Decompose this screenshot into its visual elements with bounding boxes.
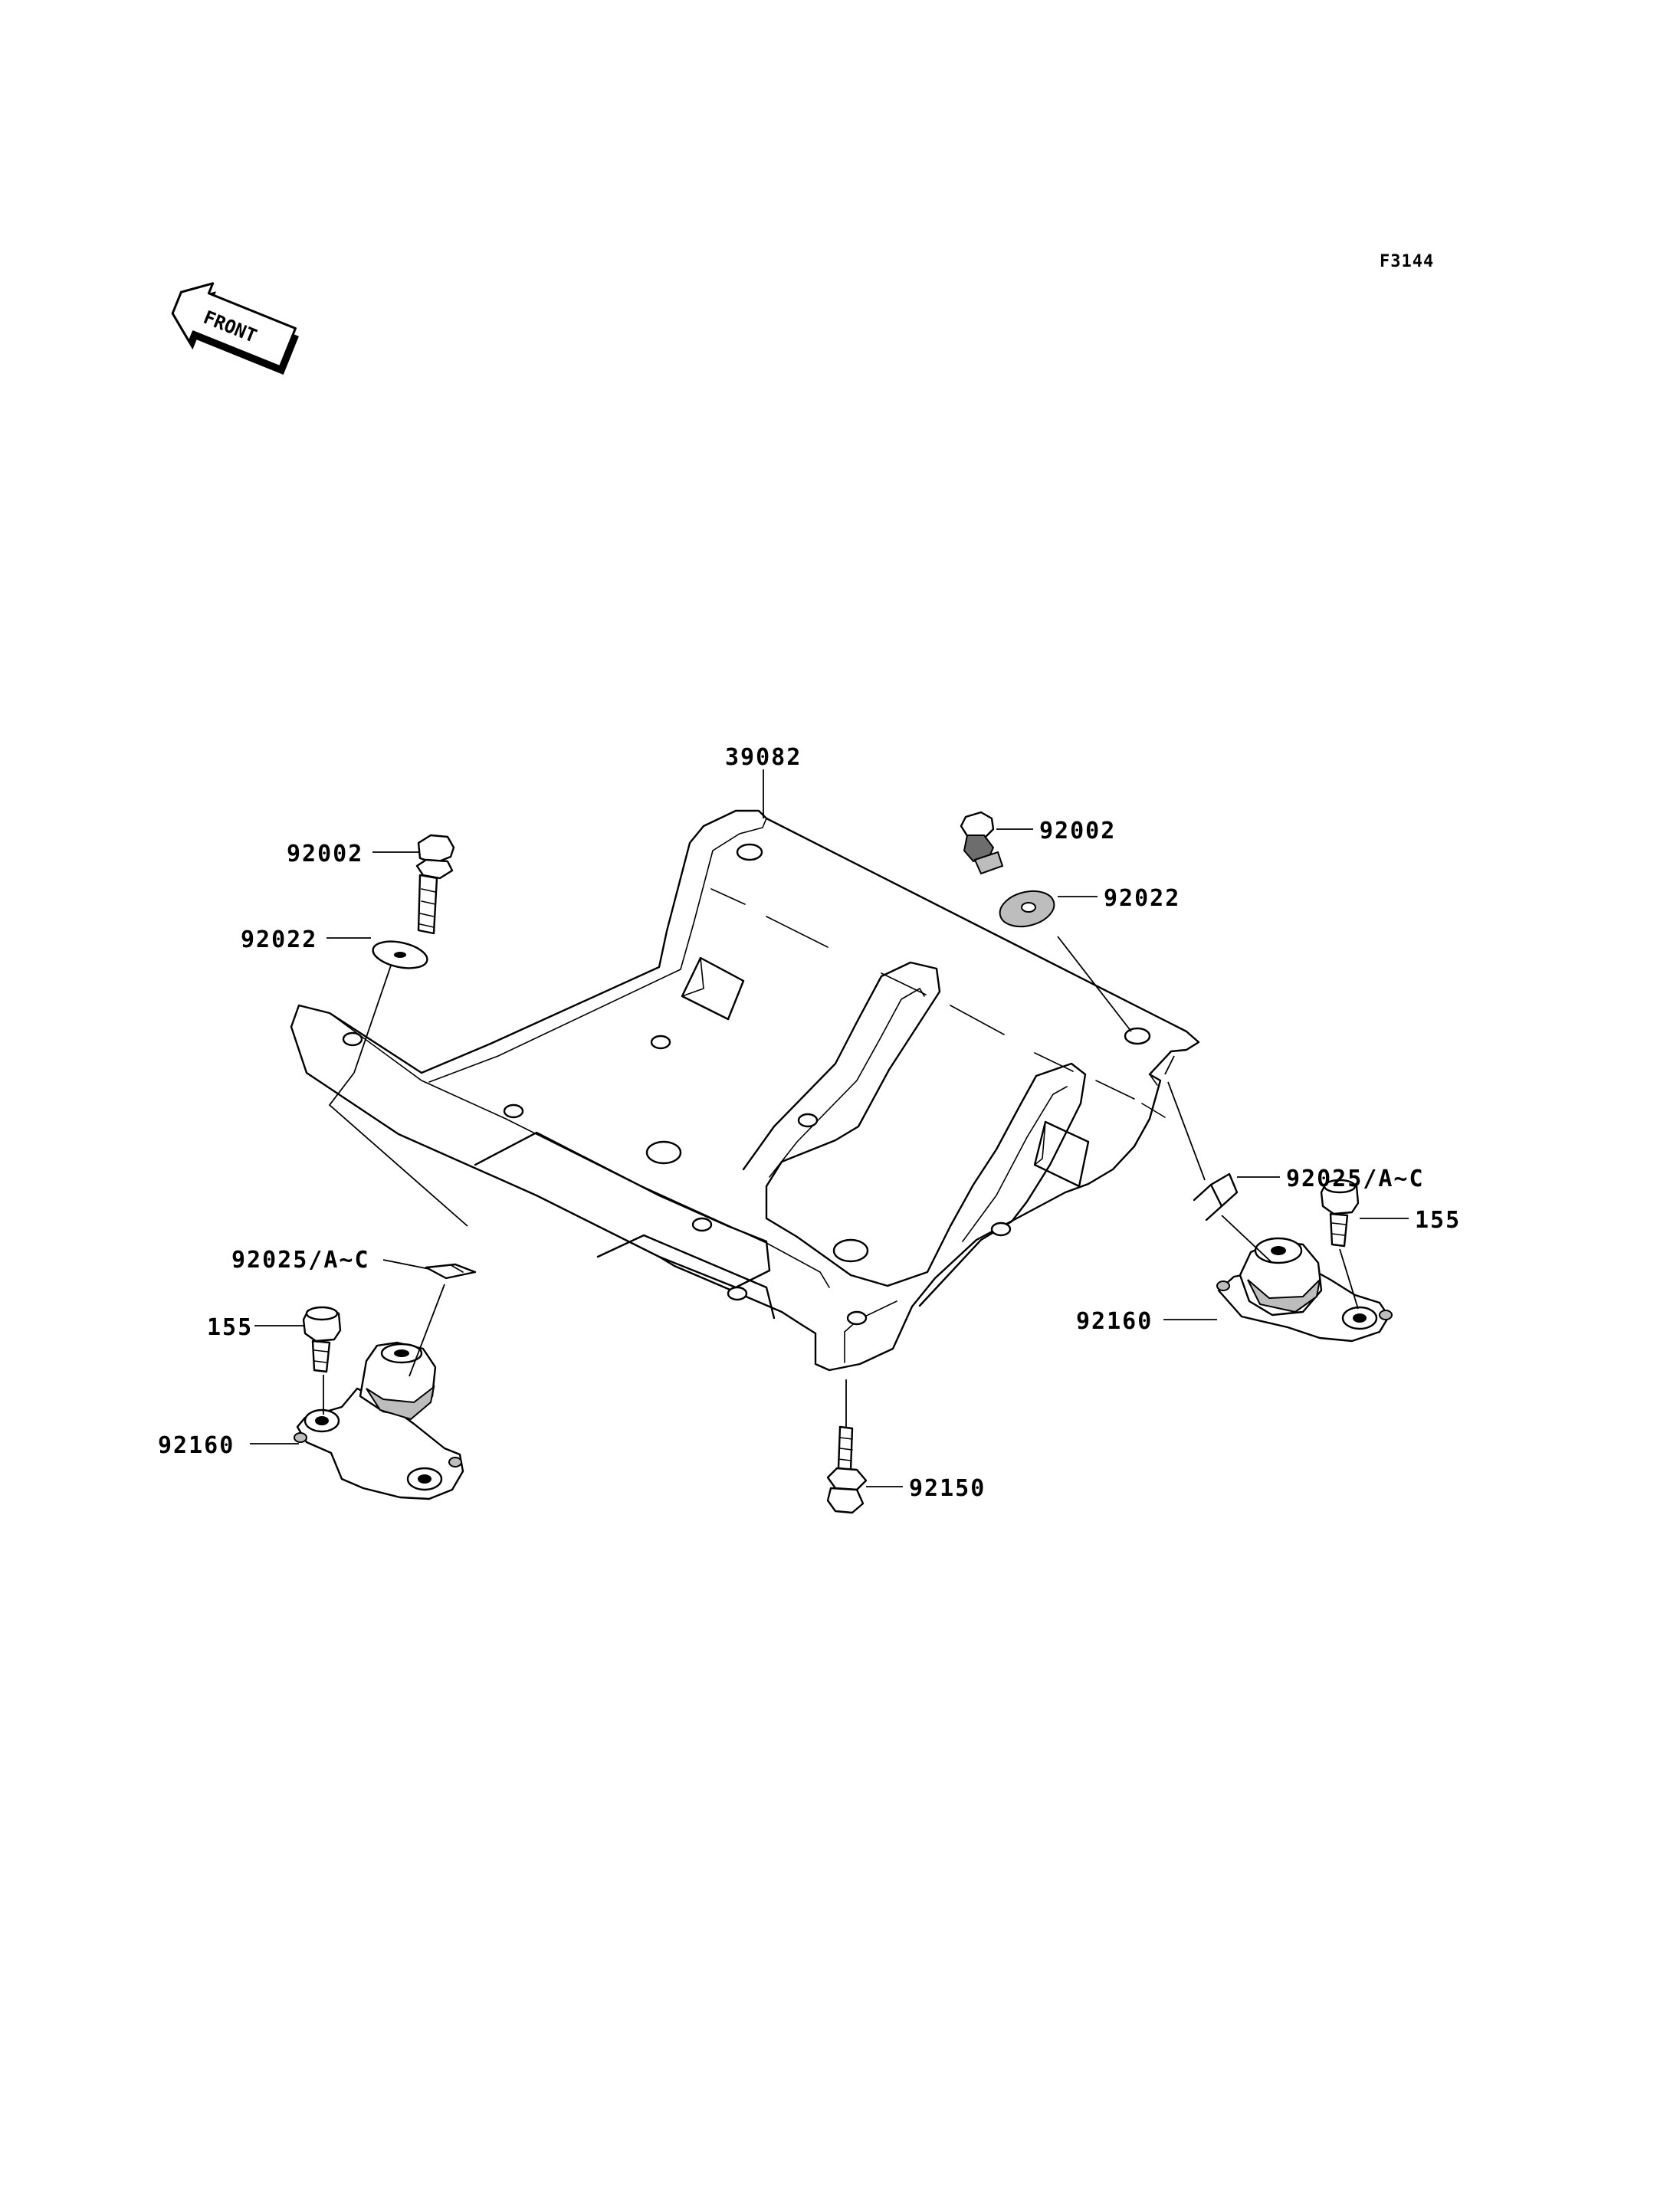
shim-92025-left [425, 1263, 477, 1280]
label-155-right: 155 [1415, 1207, 1461, 1234]
bolt-92002-left [415, 834, 455, 935]
front-arrow-icon: FRONT [171, 282, 299, 375]
nut-155-left [302, 1306, 342, 1373]
label-92025-left: 92025/A~C [231, 1247, 370, 1274]
label-92002-left: 92002 [287, 841, 363, 867]
nut-155-right [1320, 1179, 1360, 1248]
washer-92022-left [372, 940, 428, 969]
label-92160-right: 92160 [1076, 1308, 1153, 1335]
engine-mount-92160-right [1216, 1237, 1393, 1343]
label-92002-right: 92002 [1039, 818, 1116, 844]
label-92022-right: 92022 [1104, 885, 1180, 912]
washer-92022-right [999, 890, 1055, 928]
frame-39082 [290, 809, 1200, 1372]
label-39082: 39082 [725, 744, 802, 771]
label-155-left: 155 [207, 1314, 253, 1341]
label-92160-left: 92160 [158, 1432, 235, 1459]
leader-lines [250, 769, 1409, 1487]
bolt-92002-right [960, 811, 1004, 875]
label-92022-left: 92022 [241, 926, 317, 953]
engine-mount-92160-left [294, 1341, 464, 1500]
figure-id: F3144 [1380, 252, 1434, 271]
label-92025-right: 92025/A~C [1286, 1166, 1425, 1192]
bolt-92150 [826, 1425, 868, 1514]
label-92150: 92150 [909, 1475, 986, 1502]
shim-92025-right [1193, 1172, 1239, 1221]
